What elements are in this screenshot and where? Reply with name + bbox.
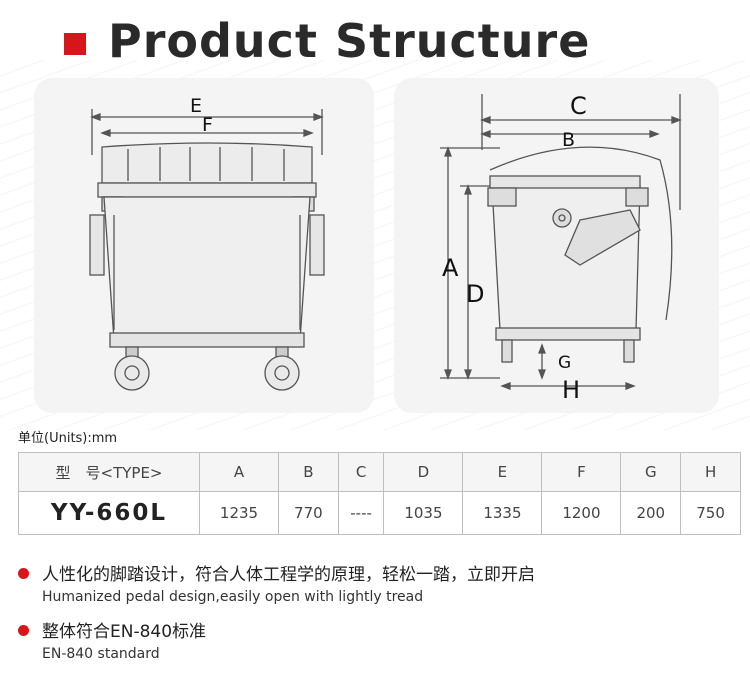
feature-text-en: Humanized pedal design,easily open with … [42,589,424,605]
cell-d: 1035 [383,491,464,535]
header-type: 型 号<TYPE> [18,452,200,492]
title-marker [64,33,86,55]
dim-label-a: A [442,254,459,282]
dim-label-d: D [466,280,484,308]
dim-label-f: F [202,114,213,136]
cell-e: 1335 [462,491,543,535]
bullet-dot [18,568,29,579]
front-view-drawing: E F [89,95,325,391]
dim-label-e: E [190,95,202,117]
cell-f: 1200 [541,491,622,535]
cell-c: ---- [337,491,385,535]
header-a: A [199,452,279,492]
feature-text-en: EN-840 standard [42,646,160,662]
header-f: F [541,452,622,492]
header-d: D [383,452,464,492]
dim-label-g: G [558,353,571,373]
dim-label-b: B [562,129,575,151]
cell-g: 200 [620,491,682,535]
header-h: H [680,452,741,492]
spec-table-row: YY-660L 1235 770 ---- 1035 1335 1200 200… [18,491,741,535]
header-c: C [337,452,385,492]
side-view-drawing: C B A D G H [440,92,682,400]
bullet-dot [18,625,29,636]
header-e: E [462,452,543,492]
feature-text-cn: 人性化的脚踏设计，符合人体工程学的原理，轻松一踏，立即开启 [42,565,535,585]
dim-label-c: C [570,92,587,120]
page-title: Product Structure [108,14,591,68]
feature-text-cn: 整体符合EN-840标准 [42,622,207,642]
header-b: B [278,452,339,492]
spec-table-header-row: 型 号<TYPE> A B C D E F G H [18,452,741,492]
cell-h: 750 [680,491,741,535]
spec-table: 型 号<TYPE> A B C D E F G H YY-660L 1235 7… [18,452,741,535]
cell-b: 770 [278,491,339,535]
header-g: G [620,452,682,492]
units-label: 单位(Units):mm [18,431,118,446]
cell-a: 1235 [199,491,279,535]
dim-label-h: H [562,376,580,400]
cell-model: YY-660L [18,491,200,535]
